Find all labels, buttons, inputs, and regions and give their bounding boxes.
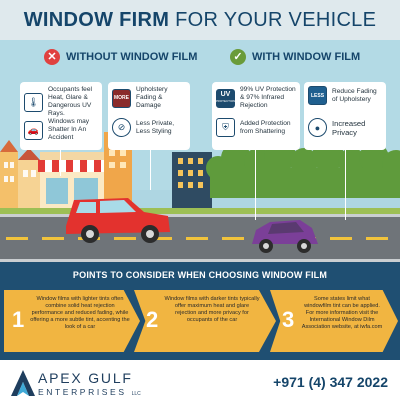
no-privacy-icon: ⊘	[112, 118, 131, 137]
with-item-fading-text: Reduce Fading of Upholstery	[332, 87, 377, 103]
with-item-uv-text: 99% UV Protection & 97% Infrared Rejecti…	[240, 86, 296, 109]
uv-badge-text: UV	[220, 91, 231, 98]
connector-line	[345, 150, 346, 220]
lane-markings	[6, 237, 388, 240]
brand-sub-text: ENTERPRISES	[38, 387, 127, 397]
shield-window-icon: ⛨	[216, 118, 235, 137]
point-text-3: Some states limit what windowfilm tint c…	[301, 296, 383, 330]
upholstery-tag-icon: MORE	[112, 88, 131, 108]
connector-line	[60, 150, 61, 176]
with-item-fading: LESS Reduce Fading of Upholstery	[308, 86, 384, 105]
uv-badge-sub: PROTECTION	[215, 99, 236, 103]
with-film-label: WITH WINDOW FILM	[252, 51, 361, 63]
points-title: POINTS TO CONSIDER WHEN CHOOSING WINDOW …	[72, 270, 328, 280]
without-item-fading: MORE Upholstery Fading & Damage	[112, 86, 188, 110]
street-scene: ✕ WITHOUT WINDOW FILM ✓ WITH WINDOW FILM…	[0, 40, 400, 262]
point-number-2: 2	[146, 307, 159, 332]
point-number-1: 1	[12, 307, 25, 332]
check-mark-icon: ✓	[230, 49, 246, 65]
brand-llc: LLC	[131, 391, 141, 397]
with-item-privacy: ● Increased Privacy	[308, 118, 384, 137]
red-car	[66, 198, 170, 243]
footer: APEX GULF ENTERPRISES LLC +971 (4) 347 2…	[0, 360, 400, 404]
without-film-label: WITHOUT WINDOW FILM	[66, 51, 198, 63]
point-text-1: Window films with lighter tints often co…	[30, 296, 130, 330]
house-left-1	[0, 152, 18, 210]
brand-name: APEX GULF	[38, 370, 133, 386]
broken-window-car-icon: 🚗	[24, 120, 43, 140]
without-item-privacy-text: Less Private, Less Styling	[136, 119, 175, 135]
connector-line	[255, 150, 256, 220]
without-film-heading: ✕ WITHOUT WINDOW FILM	[44, 49, 197, 65]
without-item-privacy: ⊘ Less Private, Less Styling	[112, 118, 188, 137]
with-item-shatter-text: Added Protection from Shattering	[240, 119, 291, 135]
header-band: WINDOW FIRM FOR YOUR VEHICLE	[0, 0, 400, 40]
without-item-shatter-text: Windows may Shatter In An Accident	[48, 118, 90, 141]
point-arrow-3	[270, 290, 398, 352]
point-text-2: Window films with darker tints typically…	[164, 296, 260, 323]
with-item-shatter: ⛨ Added Protection from Shattering	[216, 118, 298, 137]
x-mark-icon: ✕	[44, 49, 60, 65]
without-item-heat-text: Occupants feel Heat, Glare & Dangerous U…	[48, 86, 92, 117]
without-item-shatter: 🚗 Windows may Shatter In An Accident	[24, 118, 100, 142]
point-number-3: 3	[282, 307, 295, 332]
page-title-rest: FOR YOUR VEHICLE	[169, 9, 377, 31]
connector-line	[150, 150, 151, 190]
brand-sub: ENTERPRISES LLC	[38, 387, 141, 397]
thermometer-icon: 🌡	[24, 92, 43, 112]
page-title-bold: WINDOW FIRM	[23, 9, 170, 31]
page-title: WINDOW FIRM FOR YOUR VEHICLE	[0, 9, 400, 32]
points-section: POINTS TO CONSIDER WHEN CHOOSING WINDOW …	[0, 262, 400, 360]
with-film-heading: ✓ WITH WINDOW FILM	[230, 49, 360, 65]
trees-right	[206, 140, 400, 198]
phone-number[interactable]: +971 (4) 347 2022	[273, 374, 388, 390]
house-left-2	[18, 160, 40, 210]
without-item-fading-text: Upholstery Fading & Damage	[136, 86, 168, 109]
point-arrow-2	[134, 290, 276, 352]
with-item-privacy-text: Increased Privacy	[332, 118, 366, 137]
apex-logo-icon	[11, 370, 35, 396]
point-arrow-1	[4, 290, 140, 352]
without-item-heat: 🌡 Occupants feel Heat, Glare & Dangerous…	[24, 86, 100, 118]
less-fading-tag-icon: LESS	[308, 86, 327, 105]
shop-awning	[38, 160, 106, 172]
privacy-icon: ●	[308, 118, 327, 137]
purple-car	[252, 220, 318, 253]
